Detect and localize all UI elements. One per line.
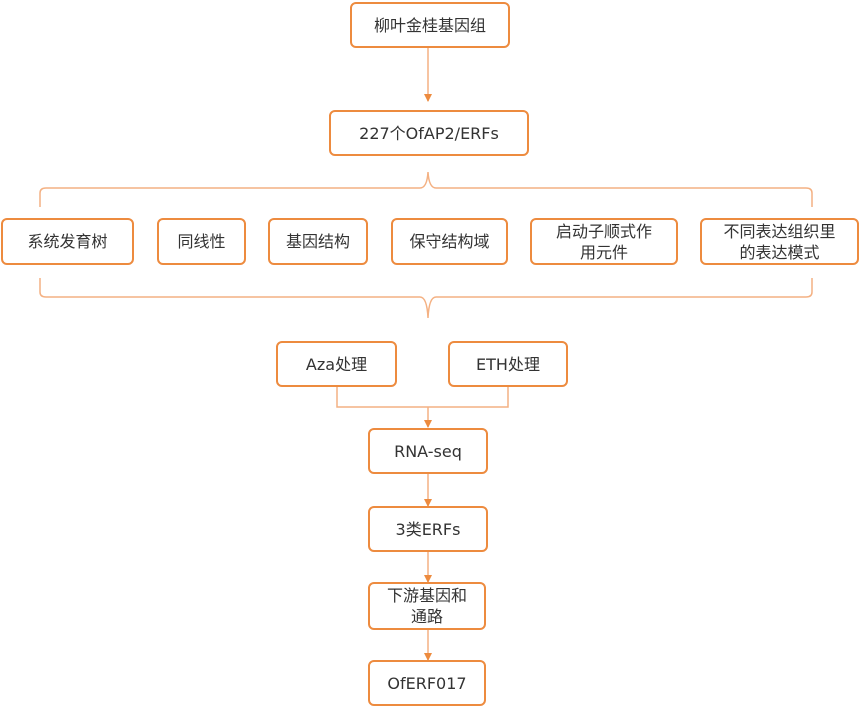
node-genome: 柳叶金桂基因组: [350, 2, 510, 48]
node-gene-family-label: 227个OfAP2/ERFs: [359, 123, 499, 143]
node-gene-structure: 基因结构: [268, 218, 368, 265]
node-genome-label: 柳叶金桂基因组: [373, 15, 486, 35]
node-aza-treatment: Aza处理: [276, 341, 397, 387]
node-rna-seq: RNA-seq: [368, 428, 488, 474]
node-phylogenetic-tree: 系统发育树: [1, 218, 134, 265]
node-downstream-genes: 下游基因和 通路: [368, 582, 486, 630]
node-rna-seq-label: RNA-seq: [394, 441, 462, 461]
node-erf-classes: 3类ERFs: [368, 506, 488, 552]
node-target-gene: OfERF017: [368, 660, 486, 706]
node-conserved-domain: 保守结构域: [391, 218, 508, 265]
node-aza-treatment-label: Aza处理: [305, 354, 368, 374]
node-gene-family: 227个OfAP2/ERFs: [329, 110, 529, 156]
node-expression-pattern-line2: 的表达模式: [739, 242, 820, 262]
node-promoter-elements-line1: 启动子顺式作: [555, 221, 652, 241]
node-expression-pattern-line1: 不同表达组织里: [723, 221, 836, 241]
node-collinearity: 同线性: [157, 218, 246, 265]
node-conserved-domain-label: 保守结构域: [409, 232, 490, 251]
node-expression-pattern: 不同表达组织里 的表达模式: [700, 218, 859, 265]
node-promoter-elements-line2: 用元件: [579, 242, 628, 262]
node-erf-classes-label: 3类ERFs: [395, 519, 461, 539]
node-eth-treatment: ETH处理: [448, 341, 568, 387]
merge-line: [336, 387, 509, 408]
node-target-gene-label: OfERF017: [387, 673, 467, 693]
bottom-brace: [39, 278, 813, 319]
node-downstream-genes-line1: 下游基因和: [386, 586, 467, 605]
node-phylogenetic-tree-label: 系统发育树: [27, 232, 108, 251]
node-promoter-elements: 启动子顺式作 用元件: [530, 218, 678, 265]
node-gene-structure-label: 基因结构: [285, 232, 350, 251]
node-eth-treatment-label: ETH处理: [476, 354, 540, 374]
top-brace: [39, 171, 813, 207]
node-downstream-genes-line2: 通路: [410, 607, 443, 626]
node-collinearity-label: 同线性: [177, 232, 226, 251]
